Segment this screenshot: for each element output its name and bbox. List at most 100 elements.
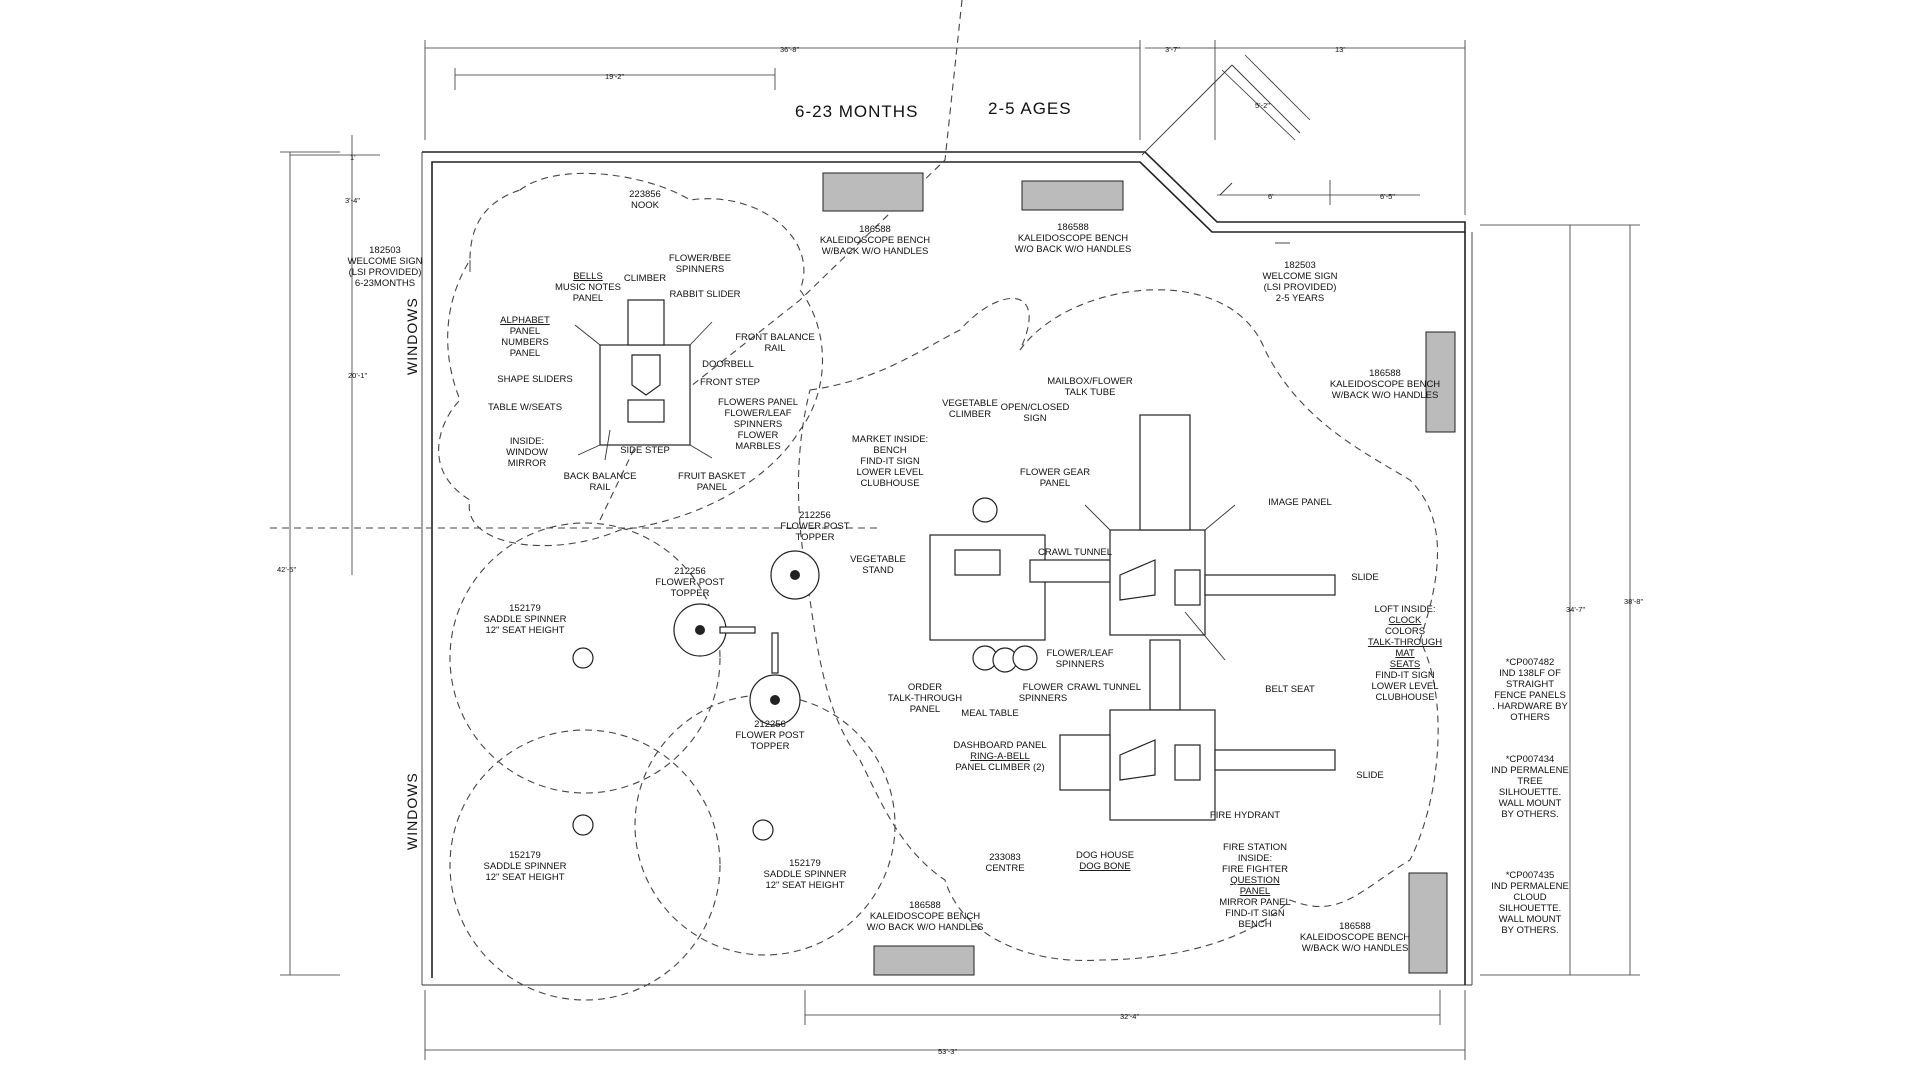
label-line: NUMBERS <box>501 337 549 348</box>
label-line: 2-5 YEARS <box>1276 293 1324 304</box>
label-line: PANEL <box>697 482 727 493</box>
label-line: PANEL CLIMBER (2) <box>955 762 1044 773</box>
label-line: 186588 <box>909 900 941 911</box>
marker-arrows <box>469 242 1290 272</box>
label-line: OPEN/CLOSED <box>1001 402 1070 413</box>
label-line: 186588 <box>1369 368 1401 379</box>
label-line: KALEIDOSCOPE BENCH <box>820 235 930 246</box>
windows-label-bottom: WINDOWS <box>404 772 420 850</box>
label-line: 152179 <box>509 850 541 861</box>
dim-left-total: 42'-5" <box>277 565 296 574</box>
label-line: BELLS <box>573 271 603 282</box>
dim-left-2: 3'-4" <box>345 196 360 205</box>
label-line: ALPHABET <box>500 315 550 326</box>
label-line: MUSIC NOTES <box>555 282 621 293</box>
dim-right-inner: 34'-7" <box>1566 605 1585 614</box>
label-line: TOPPER <box>796 532 835 543</box>
label-line: FIND-IT SIGN <box>860 456 920 467</box>
boundary-walls <box>421 151 1473 986</box>
label-line: (LSI PROVIDED) <box>349 267 422 278</box>
label-line: KALEIDOSCOPE BENCH <box>870 911 980 922</box>
label-line: BELT SEAT <box>1265 684 1315 695</box>
label-line: FLOWER GEAR <box>1020 467 1090 478</box>
label-line: BY OTHERS. <box>1501 925 1558 936</box>
label-line: 152179 <box>789 858 821 869</box>
label-line: VEGETABLE <box>850 554 906 565</box>
label-line: RABBIT SLIDER <box>669 289 740 300</box>
bench-bottom-mid <box>873 945 975 976</box>
label-line: SIGN <box>1023 413 1046 424</box>
label-line: SHAPE SLIDERS <box>497 374 573 385</box>
label-line: 12" SEAT HEIGHT <box>485 625 564 636</box>
label-line: SILHOUETTE. <box>1499 787 1561 798</box>
label-line: CLUBHOUSE <box>1375 692 1434 703</box>
zone-divider <box>599 0 963 521</box>
label-line: TOPPER <box>671 588 710 599</box>
label-line: SLIDE <box>1356 770 1383 781</box>
bench-right <box>1425 331 1456 433</box>
label-line: SADDLE SPINNER <box>484 614 567 625</box>
label-line: CLOCK <box>1389 615 1422 626</box>
label-line: WALL MOUNT <box>1499 914 1562 925</box>
label-image-panel: IMAGE PANEL <box>1268 497 1332 508</box>
label-line: BACK BALANCE <box>564 471 637 482</box>
label-table-seats: TABLE W/SEATS <box>488 402 562 413</box>
label-line: KALEIDOSCOPE BENCH <box>1018 233 1128 244</box>
saddle-spinner-3 <box>752 819 774 841</box>
label-line: 186588 <box>1057 222 1089 233</box>
infant-playhouse <box>574 299 713 461</box>
label-doorbell: DOORBELL <box>702 359 754 370</box>
label-line: WINDOW <box>506 447 548 458</box>
label-line: SLIDE <box>1351 572 1378 583</box>
flower-topper-3 <box>749 674 801 726</box>
label-rabbit: RABBIT SLIDER <box>669 289 740 300</box>
label-line: IMAGE PANEL <box>1268 497 1332 508</box>
label-line: *CP007435 <box>1506 870 1555 881</box>
label-line: CLUBHOUSE <box>860 478 919 489</box>
label-line: TREE <box>1517 776 1542 787</box>
label-line: FLOWER POST <box>735 730 804 741</box>
dim-top-gap: 3'-7" <box>1165 45 1180 54</box>
label-line: FRONT STEP <box>700 377 760 388</box>
label-line: W/O BACK W/O HANDLES <box>1015 244 1132 255</box>
label-line: DOG BONE <box>1079 861 1130 872</box>
label-shape-sliders: SHAPE SLIDERS <box>497 374 573 385</box>
label-line: MAILBOX/FLOWER <box>1047 376 1133 387</box>
label-line: SPINNERS <box>1019 693 1068 704</box>
label-line: MEAL TABLE <box>961 708 1018 719</box>
label-line: 212256 <box>754 719 786 730</box>
benches <box>822 172 1456 976</box>
label-front-step: FRONT STEP <box>700 377 760 388</box>
label-line: BENCH <box>1238 919 1271 930</box>
label-line: . HARDWARE BY <box>1492 701 1568 712</box>
label-line: KALEIDOSCOPE BENCH <box>1300 932 1410 943</box>
zone-infant-label: 6-23 MONTHS <box>795 102 918 121</box>
dim-wedge-right: 6'-5" <box>1380 192 1395 201</box>
label-line: MARBLES <box>735 441 780 452</box>
label-line: TOPPER <box>751 741 790 752</box>
label-line: SADDLE SPINNER <box>484 861 567 872</box>
label-line: IND PERMALENE <box>1491 765 1569 776</box>
label-line: FLOWER <box>1023 682 1064 693</box>
label-line: FIND-IT SIGN <box>1375 670 1435 681</box>
label-line: BENCH <box>873 445 906 456</box>
main-play-structure <box>929 414 1336 821</box>
bench-top-left <box>822 172 924 212</box>
label-line: WELCOME SIGN <box>348 256 423 267</box>
saddle-spinner-2 <box>572 814 594 836</box>
label-line: 152179 <box>509 603 541 614</box>
